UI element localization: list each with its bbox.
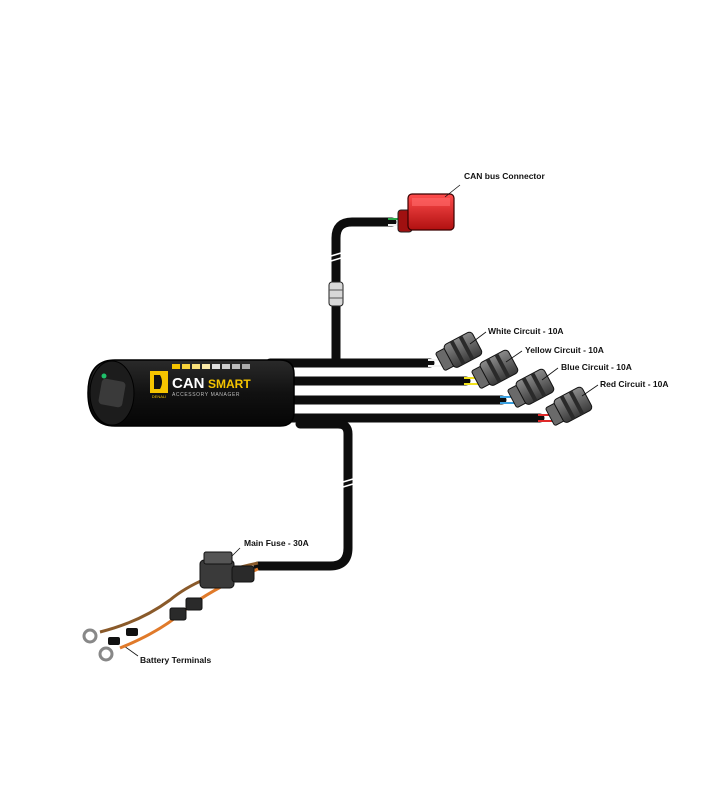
circuit-cables xyxy=(265,358,552,423)
label-leaders xyxy=(123,331,599,657)
product-name-can: CAN xyxy=(172,375,205,392)
yellow-circuit-connector xyxy=(471,349,519,389)
can-bus-connector xyxy=(397,184,461,233)
label-battery-terminals: Battery Terminals xyxy=(140,655,212,665)
label-white-circuit: White Circuit - 10A xyxy=(488,326,564,336)
power-cable xyxy=(253,419,354,571)
product-subtitle: ACCESSORY MANAGER xyxy=(172,392,240,398)
main-fuse-holder xyxy=(108,551,255,645)
white-circuit-connector xyxy=(435,331,483,371)
label-yellow-circuit: Yellow Circuit - 10A xyxy=(525,345,604,355)
label-red-circuit: Red Circuit - 10A xyxy=(600,379,669,389)
cansmart-module: DENALI CAN SMART ACCESSORY MANAGER xyxy=(87,359,295,427)
indicator-segments xyxy=(172,364,250,369)
brand-text: DENALI xyxy=(152,394,166,399)
label-main-fuse: Main Fuse - 30A xyxy=(244,538,309,548)
battery-ring-terminals xyxy=(82,628,114,662)
label-blue-circuit: Blue Circuit - 10A xyxy=(561,362,632,372)
product-name-smart: SMART xyxy=(208,377,251,391)
can-bus-cable xyxy=(328,217,404,367)
status-led-icon xyxy=(101,373,107,379)
label-can-bus-connector: CAN bus Connector xyxy=(464,171,545,181)
